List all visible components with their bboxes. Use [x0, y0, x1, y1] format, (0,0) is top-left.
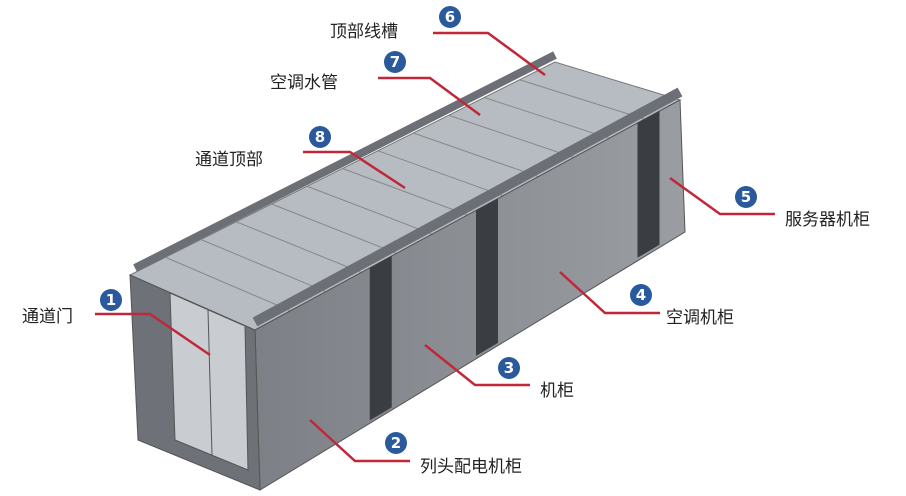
callout-label-2: 列头配电机柜	[420, 457, 522, 477]
callout-badge-5: 5	[735, 186, 757, 208]
leader-line-3	[424, 344, 530, 387]
roof-panel-seam	[448, 114, 574, 158]
aisle-door	[169, 292, 249, 471]
ac-water-pipe	[252, 87, 683, 327]
roof-panel-seam	[236, 221, 362, 273]
callout-badge-8: 8	[309, 126, 331, 148]
callout-badge-4: 4	[630, 284, 652, 306]
door-seam	[207, 309, 213, 456]
callout-label-3: 机柜	[540, 381, 574, 401]
roof-panel-seam	[200, 239, 327, 293]
callout-label-1: 通道门	[22, 307, 73, 327]
ac-cabinet	[369, 255, 392, 421]
leader-line-4	[559, 271, 660, 315]
callout-badge-6: 6	[439, 6, 461, 28]
ac-cabinet	[637, 111, 660, 258]
callout-badge-3: 3	[498, 357, 520, 379]
leader-line-8	[303, 150, 406, 190]
callout-label-6: 顶部线槽	[330, 22, 398, 42]
leader-line-7	[378, 76, 481, 117]
callout-label-4: 空调机柜	[666, 308, 734, 328]
callout-badge-1: 1	[100, 289, 122, 311]
roof-panels	[165, 79, 645, 312]
roof-panel-seam	[165, 256, 291, 312]
callout-label-8: 通道顶部	[195, 150, 263, 170]
ac-cabinet	[476, 198, 498, 356]
roof-panel-seam	[377, 150, 504, 197]
leader-line-5	[669, 176, 775, 216]
callout-label-5: 服务器机柜	[785, 210, 870, 230]
callout-badge-2: 2	[385, 432, 407, 454]
roof-panel-seam	[484, 97, 610, 139]
leader-line-2	[309, 419, 410, 463]
leader-line-1	[95, 312, 211, 357]
leader-line-6	[433, 31, 546, 77]
roof-panel-seam	[519, 79, 645, 120]
leader-lines	[95, 31, 775, 463]
callout-badge-7: 7	[384, 51, 406, 73]
roof-panel-seam	[342, 168, 468, 216]
callout-label-7: 空调水管	[270, 73, 338, 93]
top-cable-tray	[133, 51, 557, 272]
roof-panel-seam	[271, 203, 397, 254]
ac-cabinet-dividers	[369, 111, 660, 421]
roof-panel-seam	[413, 132, 539, 178]
roof-panel-seam	[306, 185, 433, 235]
